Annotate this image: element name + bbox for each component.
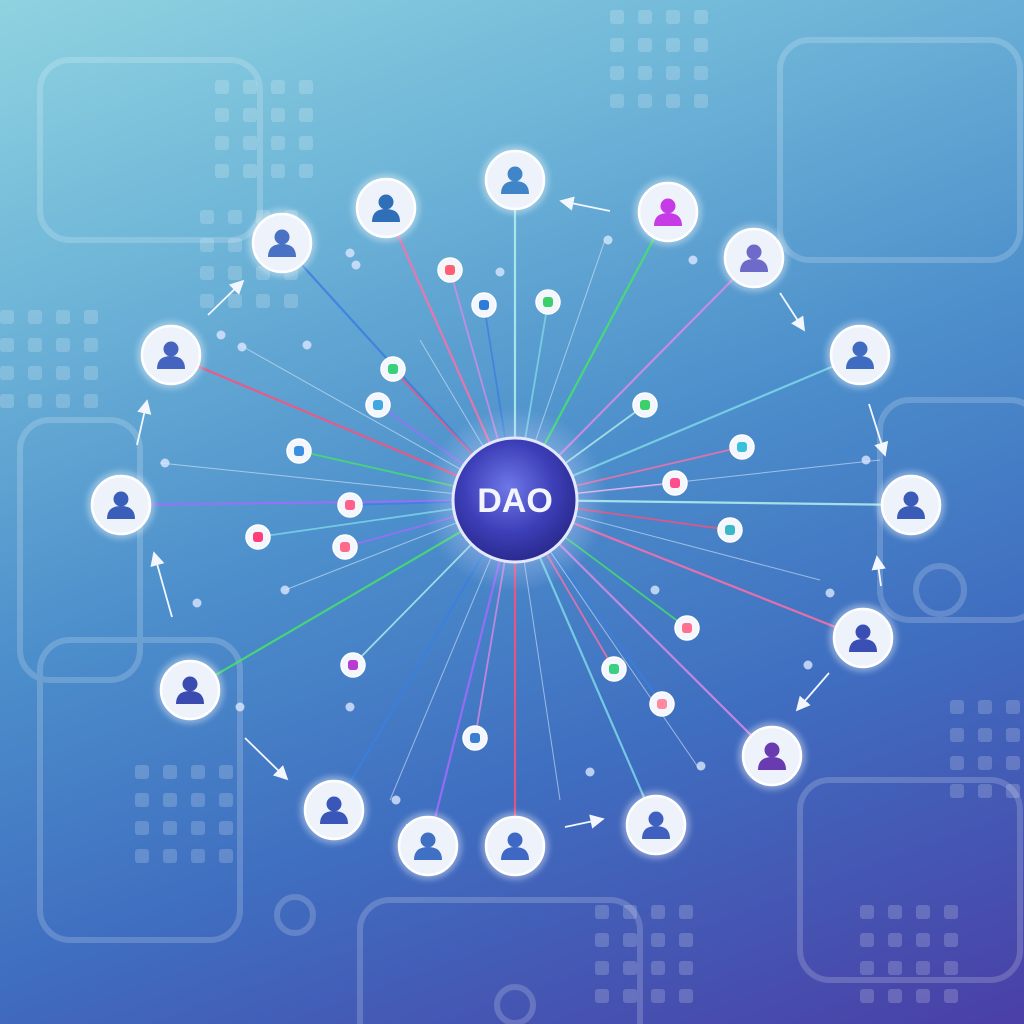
token-icon[interactable] bbox=[337, 492, 363, 518]
particle-dot bbox=[603, 235, 613, 245]
member-avatar-icon[interactable] bbox=[248, 209, 316, 277]
token-icon[interactable] bbox=[437, 257, 463, 283]
member-avatar-icon[interactable] bbox=[738, 722, 806, 790]
particle-dot bbox=[280, 585, 290, 595]
particle-dot bbox=[825, 588, 835, 598]
member-avatar-icon[interactable] bbox=[481, 146, 549, 214]
member-avatar-icon[interactable] bbox=[394, 812, 462, 880]
token-icon[interactable] bbox=[601, 656, 627, 682]
particle-dot bbox=[302, 340, 312, 350]
token-icon[interactable] bbox=[286, 438, 312, 464]
flow-arrow bbox=[207, 279, 245, 316]
particle-dot bbox=[861, 455, 871, 465]
flow-arrow bbox=[564, 814, 605, 829]
dao-hub[interactable]: DAO bbox=[423, 408, 607, 592]
token-icon[interactable] bbox=[535, 289, 561, 315]
token-icon[interactable] bbox=[729, 434, 755, 460]
particle-dot bbox=[803, 660, 813, 670]
particle-dot bbox=[345, 248, 355, 258]
token-icon[interactable] bbox=[365, 392, 391, 418]
flow-arrow bbox=[150, 551, 173, 618]
flow-arrow bbox=[779, 292, 805, 332]
flow-arrow bbox=[244, 737, 289, 781]
flow-arrow bbox=[559, 196, 611, 212]
member-avatar-icon[interactable] bbox=[829, 604, 897, 672]
background-circuit-decor bbox=[17, 37, 1024, 1024]
token-icon[interactable] bbox=[471, 292, 497, 318]
member-avatar-icon[interactable] bbox=[877, 471, 945, 539]
particle-dot bbox=[235, 702, 245, 712]
particle-dot bbox=[650, 585, 660, 595]
flow-arrows bbox=[136, 196, 889, 839]
flow-arrow bbox=[871, 555, 886, 587]
floating-particles bbox=[160, 235, 871, 805]
hub-label: DAO bbox=[477, 482, 553, 520]
member-avatar-icon[interactable] bbox=[352, 174, 420, 242]
member-avatar-icon[interactable] bbox=[481, 812, 549, 880]
token-icon[interactable] bbox=[649, 691, 675, 717]
token-nodes bbox=[245, 257, 755, 751]
flow-arrow bbox=[868, 403, 889, 457]
token-icon[interactable] bbox=[332, 534, 358, 560]
particle-dot bbox=[160, 458, 170, 468]
particle-dot bbox=[585, 767, 595, 777]
flow-arrow bbox=[136, 399, 152, 446]
member-avatar-icon[interactable] bbox=[137, 321, 205, 389]
particle-dot bbox=[391, 795, 401, 805]
particle-dot bbox=[688, 255, 698, 265]
particle-dot bbox=[495, 267, 505, 277]
particle-dot bbox=[216, 330, 226, 340]
member-avatar-icon[interactable] bbox=[300, 776, 368, 844]
member-nodes bbox=[87, 146, 945, 880]
member-avatar-icon[interactable] bbox=[634, 178, 702, 246]
token-icon[interactable] bbox=[674, 615, 700, 641]
token-icon[interactable] bbox=[340, 652, 366, 678]
particle-dot bbox=[345, 702, 355, 712]
background-dot-grid bbox=[0, 10, 1020, 1003]
member-avatar-icon[interactable] bbox=[622, 791, 690, 859]
flow-arrow bbox=[795, 672, 830, 712]
particle-dot bbox=[351, 260, 361, 270]
hub-sphere bbox=[451, 436, 579, 564]
member-avatar-icon[interactable] bbox=[826, 321, 894, 389]
particle-dot bbox=[237, 342, 247, 352]
token-icon[interactable] bbox=[380, 356, 406, 382]
member-avatar-icon[interactable] bbox=[87, 471, 155, 539]
particle-dot bbox=[192, 598, 202, 608]
token-icon[interactable] bbox=[717, 517, 743, 543]
token-icon[interactable] bbox=[632, 392, 658, 418]
token-icon[interactable] bbox=[245, 524, 271, 550]
particle-dot bbox=[696, 761, 706, 771]
member-avatar-icon[interactable] bbox=[720, 224, 788, 292]
member-avatar-icon[interactable] bbox=[156, 656, 224, 724]
token-icon[interactable] bbox=[662, 470, 688, 496]
token-icon[interactable] bbox=[462, 725, 488, 751]
